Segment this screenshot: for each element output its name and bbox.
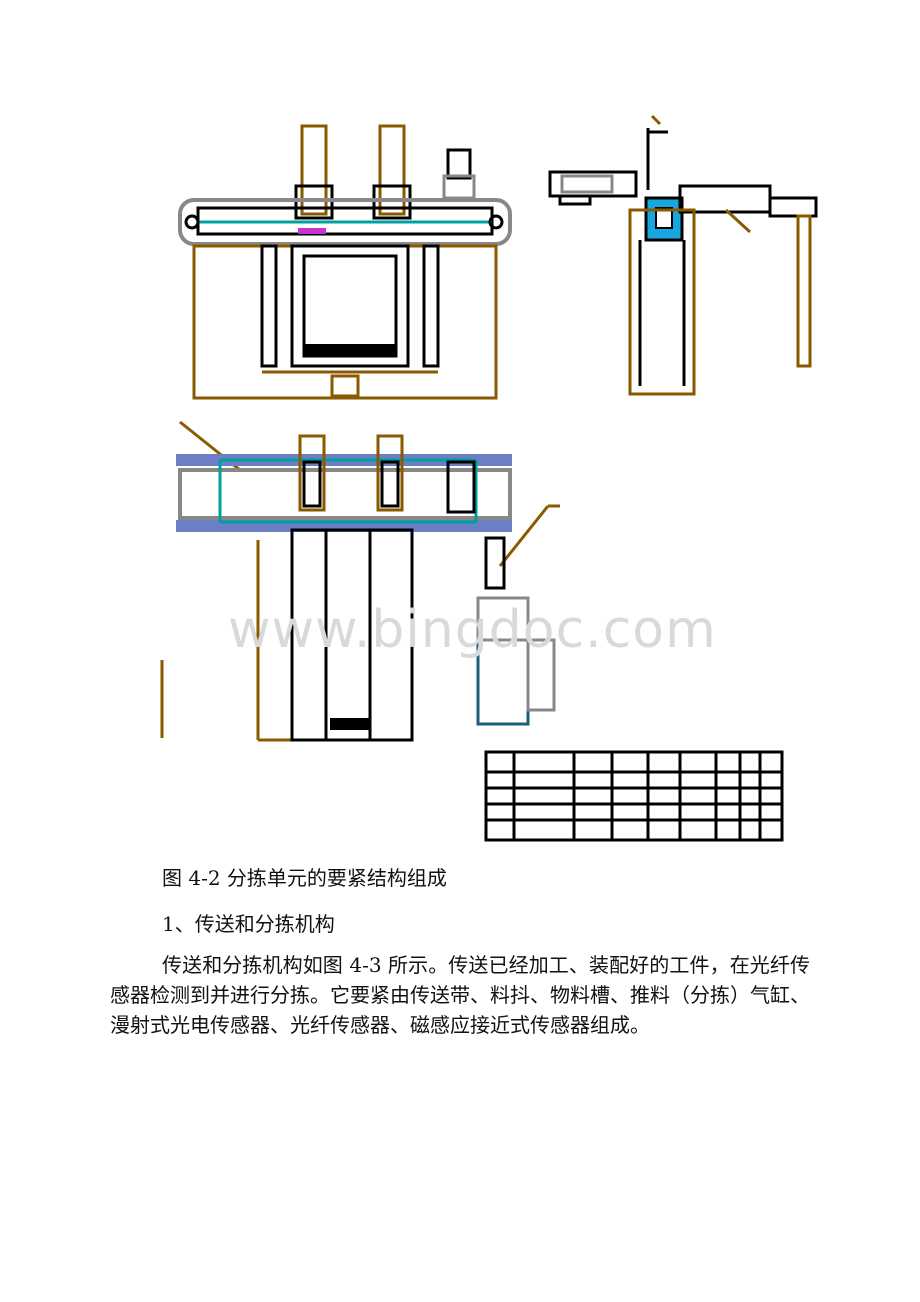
figure-caption: 图 4-2 分拣单元的要紧结构组成	[162, 866, 447, 890]
sorting-unit-drawing	[160, 114, 818, 842]
top-view	[160, 420, 560, 742]
side-view	[548, 114, 818, 396]
title-block	[484, 750, 784, 842]
body-paragraph: 传送和分拣机构如图 4-3 所示。传送已经加工、装配好的工件，在光纤传感器检测到…	[110, 953, 810, 1037]
front-view	[178, 124, 512, 400]
watermark: www.bingdoc.com	[228, 600, 717, 660]
section-heading: 1、传送和分拣机构	[162, 912, 335, 936]
